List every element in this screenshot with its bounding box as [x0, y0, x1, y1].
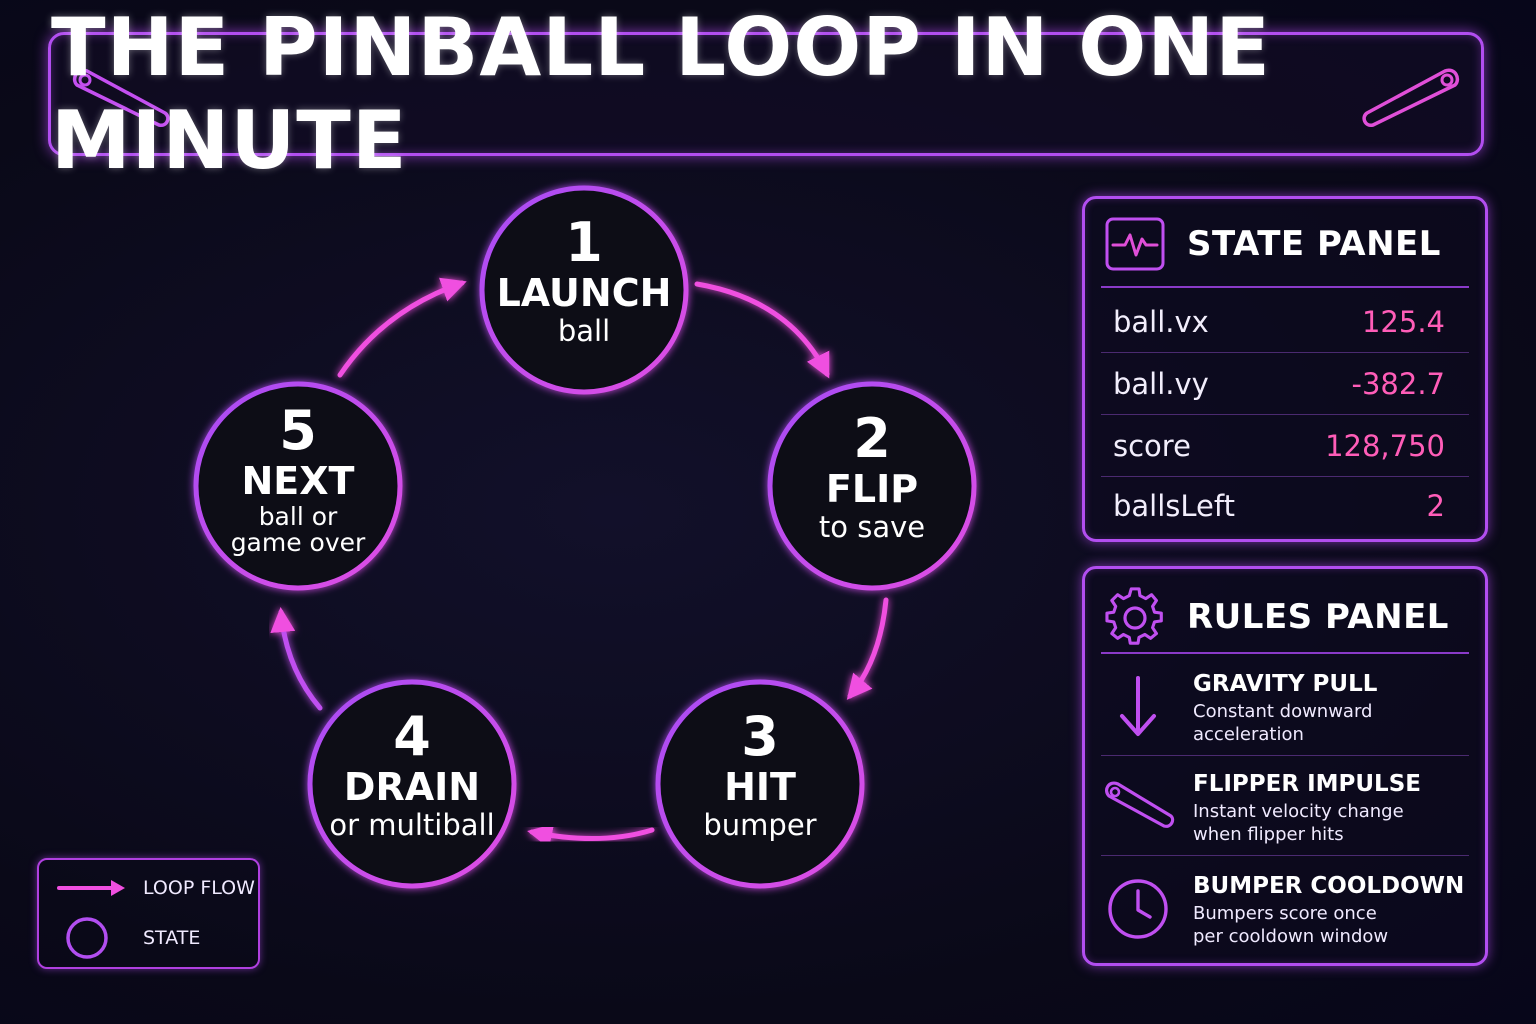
state-ring-4 — [307, 679, 517, 889]
state-number: 3 — [741, 705, 779, 768]
state-panel-header: STATE PANEL — [1105, 217, 1441, 271]
state-number: 5 — [279, 399, 317, 462]
state-key: ballsLeft — [1113, 488, 1235, 523]
rule-desc-line-1: Instant velocity change — [1193, 801, 1404, 822]
legend-state-label: STATE — [143, 927, 201, 949]
state-subtitle: to save — [818, 510, 926, 544]
rule-desc-line-2: per cooldown window — [1193, 926, 1389, 948]
state-5: 5 NEXT ball or game over — [198, 404, 398, 557]
circle-icon — [66, 917, 108, 959]
divider — [1101, 414, 1469, 415]
rule-gravity-pull: GRAVITY PULL Constant downward accelerat… — [1101, 657, 1469, 757]
state-number: 1 — [565, 211, 603, 274]
state-row-ball-vx: ball.vx 125.4 — [1101, 291, 1469, 352]
state-subtitle-2: game over — [230, 528, 366, 558]
rule-text: BUMPER COOLDOWN Bumpers score once per c… — [1193, 873, 1464, 949]
rule-text: FLIPPER IMPULSE Instant velocity change … — [1193, 771, 1421, 847]
state-title: FLIP — [825, 467, 919, 511]
arrow-5-to-1 — [337, 277, 467, 378]
legend-loop-flow: LOOP FLOW — [57, 876, 255, 900]
state-3: 3 HIT bumper — [660, 705, 860, 842]
pulse-icon — [1105, 217, 1165, 271]
rules-panel-header: RULES PANEL — [1105, 587, 1449, 647]
clock-icon — [1108, 879, 1168, 939]
state-row-balls-left: ballsLeft 2 — [1101, 475, 1469, 536]
state-2: 2 FLIP to save — [772, 407, 972, 544]
gear-icon — [1105, 587, 1163, 645]
state-title: HIT — [724, 765, 796, 809]
state-ring-1 — [479, 185, 689, 395]
right-flipper-icon — [1362, 68, 1460, 127]
divider — [1101, 476, 1469, 477]
legend-state: STATE — [57, 916, 200, 960]
rule-title: BUMPER COOLDOWN — [1193, 873, 1465, 899]
state-ring-3 — [655, 679, 865, 889]
divider — [1101, 286, 1469, 288]
state-key: score — [1113, 428, 1191, 463]
rule-desc-line-2: when flipper hits — [1193, 824, 1344, 846]
state-4: 4 DRAIN or multiball — [312, 705, 512, 842]
state-title: NEXT — [241, 459, 355, 503]
rule-bumper-cooldown: BUMPER COOLDOWN Bumpers score once per c… — [1101, 859, 1469, 959]
arrow-down-icon — [1120, 676, 1156, 736]
arrow-1-to-2 — [694, 281, 830, 379]
divider — [1101, 755, 1469, 756]
state-key: ball.vx — [1113, 304, 1209, 339]
rule-desc-line-2: acceleration — [1193, 724, 1304, 746]
state-number: 2 — [853, 407, 891, 470]
legend: LOOP FLOW STATE — [37, 858, 260, 969]
rule-flipper-impulse: FLIPPER IMPULSE Instant velocity change … — [1101, 757, 1469, 857]
rules-panel-title: RULES PANEL — [1187, 597, 1449, 637]
arrow-3-to-4 — [527, 823, 655, 849]
rule-title: FLIPPER IMPULSE — [1193, 771, 1421, 797]
state-row-score: score 128,750 — [1101, 415, 1469, 476]
state-subtitle: ball or — [258, 502, 338, 531]
state-value: 125.4 — [1361, 304, 1445, 339]
state-title: LAUNCH — [496, 271, 672, 315]
arrow-2-to-3 — [846, 597, 889, 700]
arrow-4-to-5 — [270, 607, 323, 711]
left-flipper-icon — [72, 68, 170, 127]
state-ring-5 — [193, 381, 403, 591]
state-subtitle: bumper — [703, 808, 817, 842]
state-value: 128,750 — [1325, 428, 1445, 463]
legend-loop-flow-label: LOOP FLOW — [143, 877, 255, 899]
rule-desc-line-1: Constant downward — [1193, 701, 1373, 722]
state-value: -382.7 — [1351, 366, 1446, 401]
state-title: DRAIN — [343, 765, 481, 809]
state-number: 4 — [393, 705, 431, 768]
state-key: ball.vy — [1113, 366, 1209, 401]
rule-text: GRAVITY PULL Constant downward accelerat… — [1193, 671, 1377, 747]
state-ring-2 — [767, 381, 977, 591]
state-subtitle: or multiball — [329, 808, 495, 842]
state-panel: STATE PANEL ball.vx 125.4 ball.vy -382.7… — [1082, 196, 1488, 542]
rule-title: GRAVITY PULL — [1193, 671, 1378, 697]
divider — [1101, 652, 1469, 654]
state-value: 2 — [1426, 488, 1445, 523]
divider — [1101, 352, 1469, 353]
arrow-right-icon — [57, 880, 125, 896]
state-row-ball-vy: ball.vy -382.7 — [1101, 353, 1469, 414]
divider — [1101, 855, 1469, 856]
rule-desc-line-1: Bumpers score once — [1193, 903, 1377, 924]
state-subtitle: ball — [557, 314, 611, 348]
state-1: 1 LAUNCH ball — [484, 211, 684, 348]
rules-panel: RULES PANEL GRAVITY PULL Constant downwa… — [1082, 566, 1488, 966]
flipper-icon — [1105, 781, 1175, 828]
state-panel-title: STATE PANEL — [1187, 224, 1441, 264]
